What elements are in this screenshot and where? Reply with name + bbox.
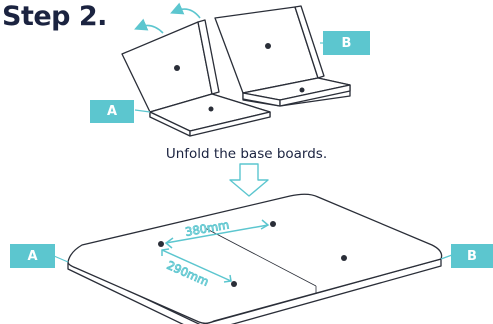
label-a-bottom: A — [10, 244, 55, 268]
folded-board-a — [121, 19, 271, 137]
label-b-top: B — [323, 31, 370, 55]
instruction-caption: Unfold the base boards. — [165, 146, 328, 162]
leader-line-b-bottom — [440, 254, 453, 260]
leader-line-a-bottom — [53, 255, 69, 263]
step-title: Step 2. — [2, 1, 107, 32]
unfolded-base-board — [67, 193, 443, 324]
folded-board-b — [214, 5, 351, 107]
unfold-arrow-right-icon — [170, 2, 201, 19]
label-a-top: A — [90, 100, 134, 123]
dimension-lines — [161, 219, 270, 283]
down-arrow-icon — [229, 163, 269, 197]
unfold-arrow-left-icon — [134, 18, 164, 34]
leader-line-a-top — [134, 109, 151, 113]
label-b-bottom: B — [451, 244, 493, 268]
